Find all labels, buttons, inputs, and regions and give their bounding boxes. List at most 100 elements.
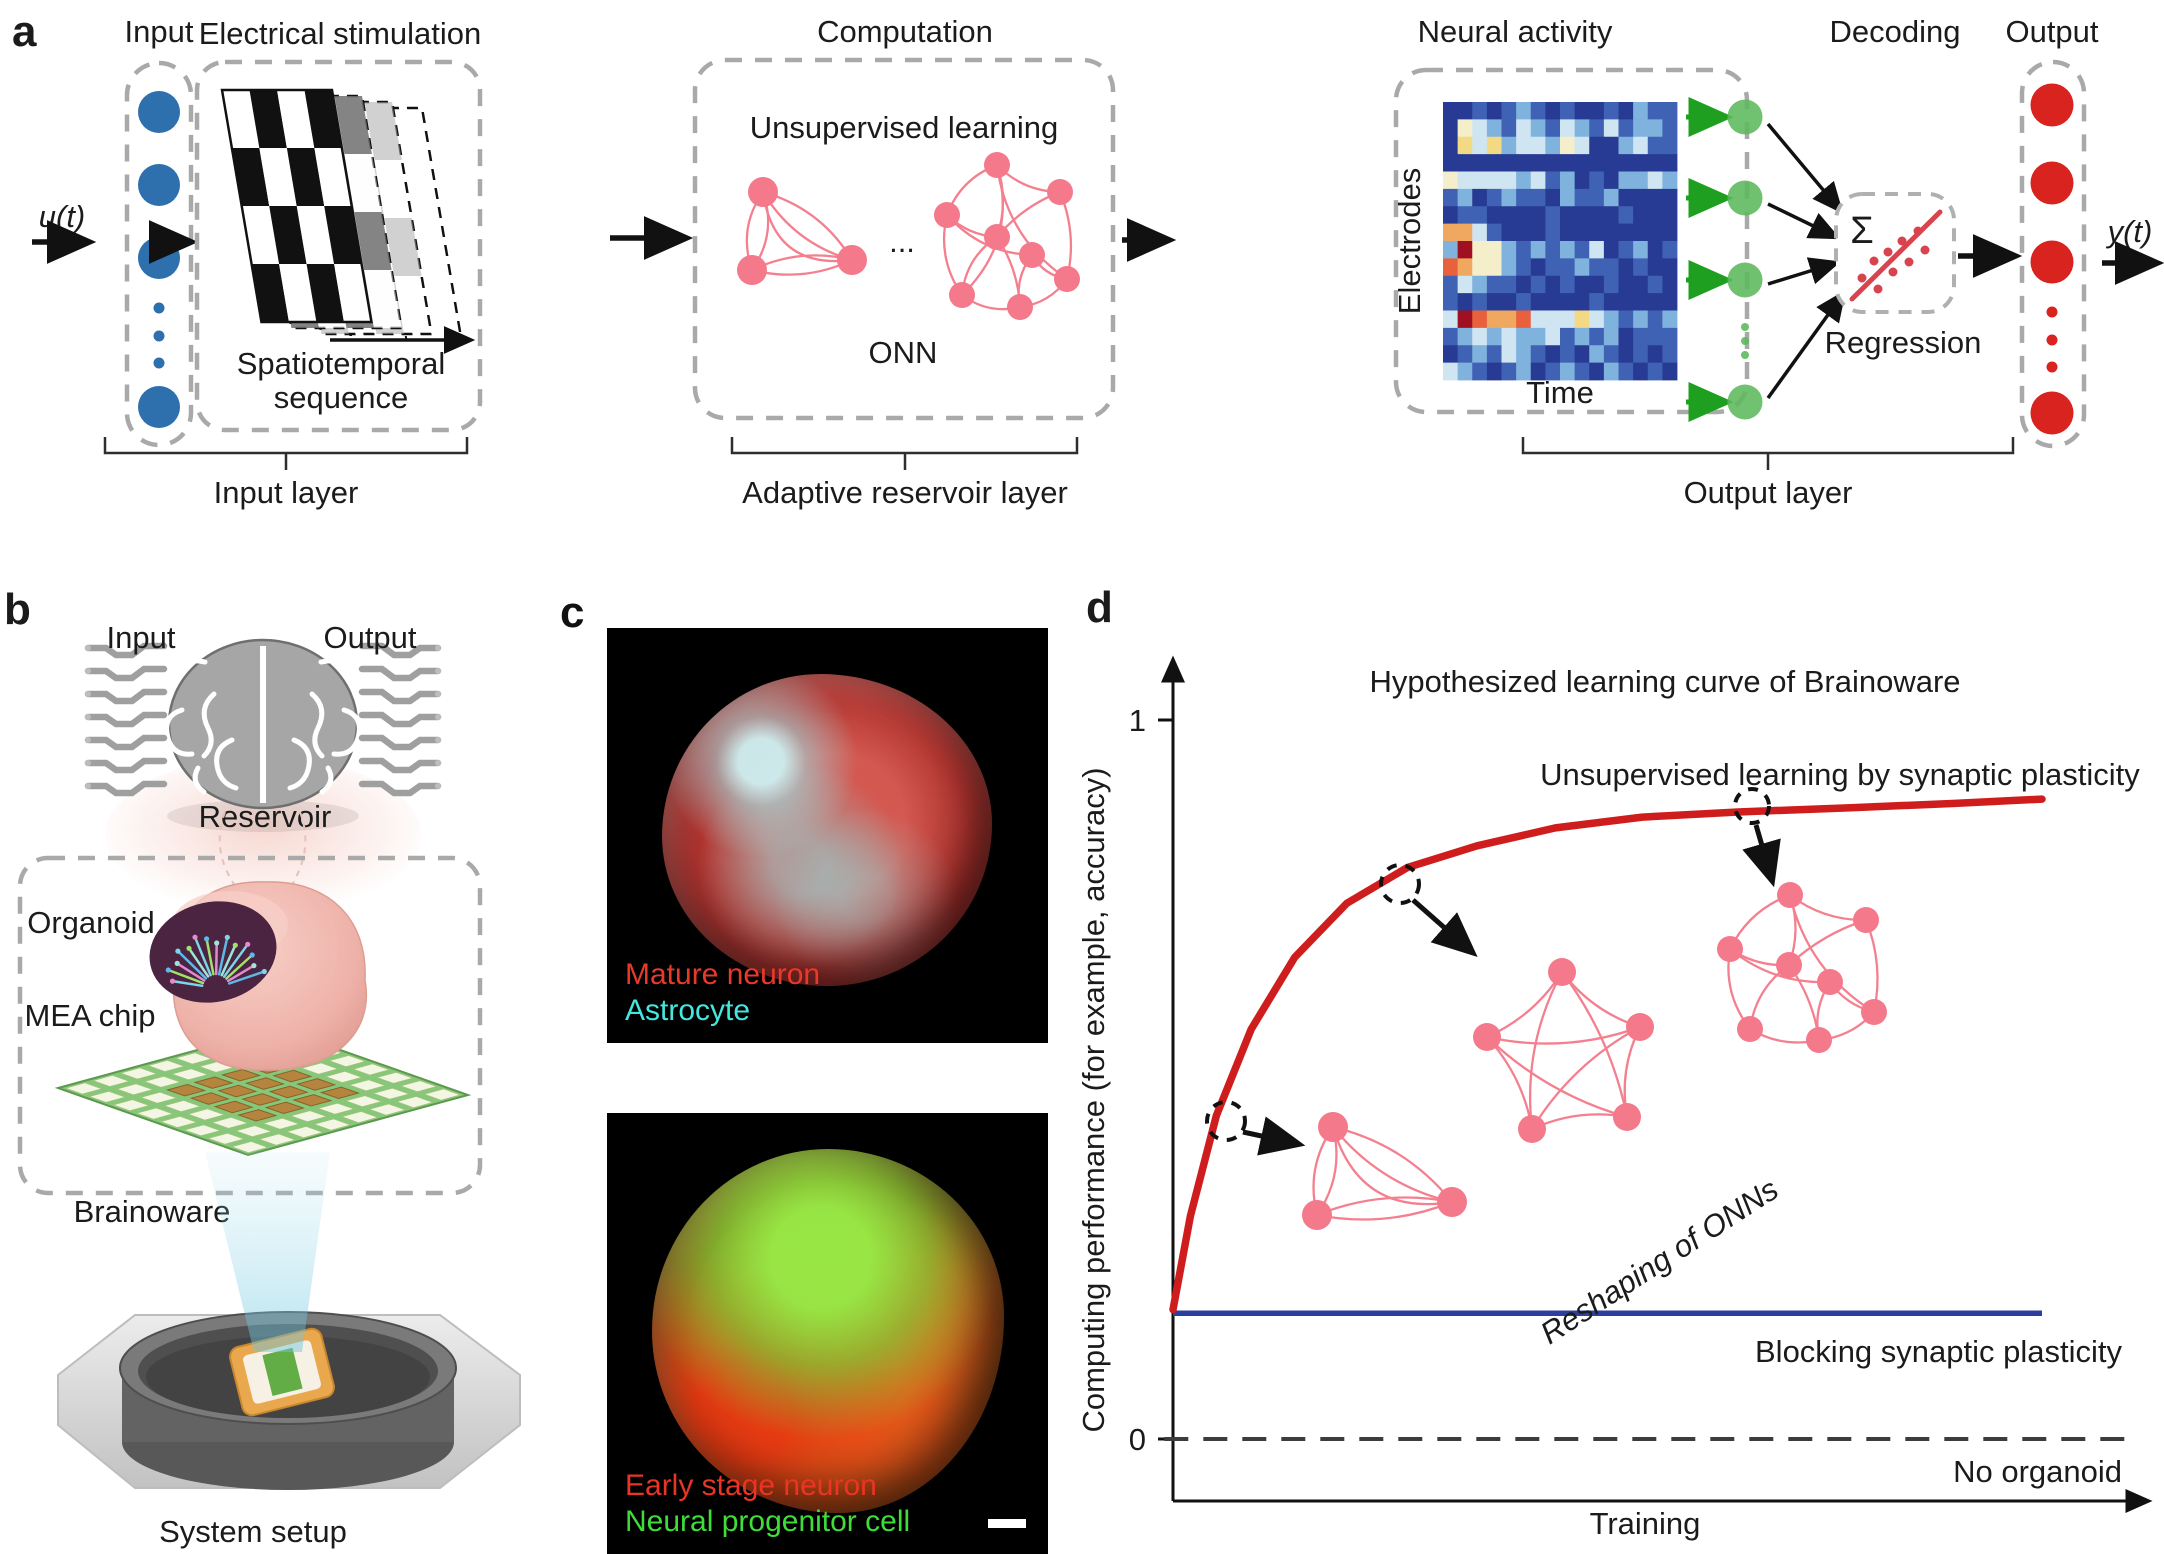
wire: [358, 711, 442, 728]
heatmap-cell: [1545, 102, 1561, 120]
onn-edge: [1486, 1036, 1534, 1130]
electrode-pad: [374, 1071, 415, 1085]
heatmap-cell: [1633, 102, 1649, 120]
electrode-pad: [268, 1085, 309, 1099]
heatmap-cell: [1662, 362, 1678, 381]
checker-cell: [249, 90, 287, 148]
checker-cell: [269, 206, 307, 264]
b-input-label: Input: [107, 620, 176, 655]
onn-node: [1007, 294, 1033, 320]
input-column-outline: [124, 60, 194, 448]
wire-pin: [85, 760, 91, 766]
heatmap-cell: [1501, 188, 1517, 207]
wire-pin: [85, 691, 91, 697]
checker-cell: [314, 148, 352, 206]
input-layer-bracket: [103, 437, 469, 470]
heatmap-cell: [1530, 206, 1546, 225]
heatmap-cell: [1545, 171, 1561, 190]
heatmap-cell: [1457, 171, 1473, 190]
heatmap-cell: [1443, 223, 1459, 242]
onn-edge: [1486, 1025, 1641, 1045]
output-wires-icon: [358, 642, 442, 797]
electrode-pad: [343, 1094, 384, 1108]
electrode-pad: [299, 1062, 340, 1075]
panel-a: a Input u(t) Electrical stimulation: [12, 7, 2164, 510]
heatmap-cell: [1516, 327, 1532, 346]
electrode-pad: [371, 1087, 412, 1100]
onn-label: ONN: [869, 335, 938, 370]
heatmap-cell: [1603, 223, 1619, 242]
checker-cell: [286, 148, 325, 206]
heatmap-cell: [1530, 293, 1546, 311]
heatmap-cell: [1501, 154, 1517, 172]
heatmap-cell: [1472, 223, 1488, 242]
sigma-symbol: Σ: [1850, 210, 1874, 252]
neuron-filament: [217, 936, 229, 976]
electrode-pad: [257, 1133, 298, 1146]
circuit-brain-icon: [158, 638, 368, 832]
onn-node: [1776, 952, 1802, 978]
b-output-label: Output: [323, 620, 416, 655]
heatmap-cell: [1545, 136, 1561, 155]
heatmap-cell: [1618, 223, 1634, 242]
neuron-filament: [226, 964, 256, 983]
brainoware-label: Brainoware: [74, 1194, 231, 1229]
neural-progenitor-label: Neural progenitor cell: [625, 1505, 911, 1538]
heatmap-cell: [1603, 275, 1619, 294]
checker-cell: [364, 270, 402, 328]
heatmap-cell: [1516, 345, 1532, 364]
heatmap-cell: [1603, 293, 1619, 311]
onn-node: [1817, 969, 1843, 995]
heatmap-cell: [1486, 258, 1502, 277]
ytick-0-label: 0: [1129, 1422, 1146, 1457]
onn-node: [1318, 1112, 1348, 1142]
heatmap-cell: [1589, 136, 1605, 155]
panel-d-label: d: [1086, 583, 1113, 632]
heatmap-cell: [1603, 119, 1619, 138]
onn-node: [1437, 1187, 1467, 1217]
heatmap-cell: [1443, 293, 1459, 311]
reservoir-layer-bracket: [730, 437, 1079, 470]
output-nodes: [2030, 83, 2074, 435]
neuron-soma: [249, 952, 255, 958]
heatmap-cell: [1574, 188, 1590, 207]
neuron-soma: [232, 942, 238, 948]
heatmap-cell: [1618, 293, 1634, 311]
neuron-soma: [169, 978, 176, 984]
heatmap-cell: [1662, 188, 1678, 207]
electrode-pad: [398, 1079, 439, 1093]
heatmap-cell: [1530, 327, 1546, 346]
heatmap-cell: [1589, 223, 1605, 242]
electrode-pad: [134, 1107, 175, 1120]
heatmap-cell: [1472, 275, 1488, 294]
onn-edge: [762, 191, 853, 262]
heatmap-cell: [1516, 241, 1532, 259]
heatmap-cell: [1589, 310, 1605, 329]
wire: [84, 642, 168, 659]
output-layer-label: Output layer: [1684, 475, 1853, 510]
wire: [358, 688, 442, 705]
electrode-pad: [237, 1109, 278, 1122]
neuron-soma: [204, 936, 210, 942]
heatmap-cell: [1574, 293, 1590, 311]
heatmap-cell: [1443, 188, 1459, 207]
heatmap-cell: [1618, 154, 1634, 172]
heatmap-cell: [1560, 241, 1576, 259]
electrode-pad: [87, 1090, 128, 1104]
y-axis-label: Computing performance (for example, accu…: [1080, 767, 1111, 1432]
electrode-pad: [312, 1118, 353, 1131]
chart-title: Hypothesized learning curve of Brainowar…: [1369, 664, 1960, 699]
heatmap-cell: [1472, 362, 1488, 381]
electrode-pad: [146, 1059, 187, 1073]
heatmap-cell: [1589, 102, 1605, 120]
onn-edge: [1331, 1126, 1453, 1206]
onn-node: [1737, 1016, 1763, 1042]
stimulation-box: [194, 59, 483, 433]
onn-node: [1853, 907, 1879, 933]
heatmap-cell: [1501, 241, 1517, 259]
neuron-filament: [167, 968, 205, 985]
electrode-pad: [111, 1098, 152, 1112]
mea-chip-label: MEA chip: [25, 998, 156, 1033]
electrode-pad: [213, 1100, 254, 1114]
wire: [358, 665, 442, 682]
